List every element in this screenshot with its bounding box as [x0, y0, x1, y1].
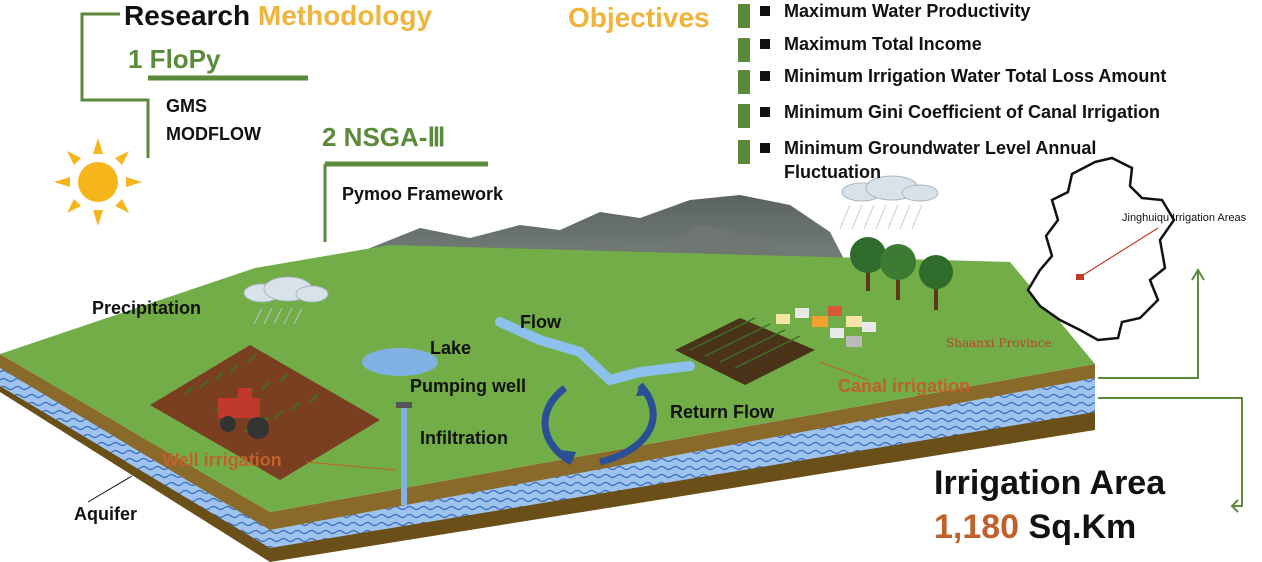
river-canal [495, 317, 695, 386]
label-canal-irrigation: Canal irrigation [838, 376, 971, 396]
village-houses [776, 306, 876, 347]
step1-title: 1 FloPy [128, 44, 221, 74]
province-map [1026, 156, 1176, 342]
step2-line1: Pymoo Framework [342, 184, 504, 204]
objective-text: Minimum Groundwater Level Annual [784, 138, 1097, 158]
cloud-icon [243, 276, 329, 303]
bullet-icon [760, 107, 770, 117]
step1-line2: MODFLOW [166, 124, 261, 144]
area-title: Irrigation Area [934, 464, 1166, 502]
lake-shape [362, 348, 438, 376]
label-irrigation-areas: Jinghuiqu Irrigation Areas [1122, 212, 1247, 224]
objective-bar [738, 140, 750, 164]
label-pumping-well: Pumping well [410, 376, 527, 396]
well-irrigated-field [150, 345, 380, 480]
step2-title: 2 NSGA-Ⅲ [322, 122, 446, 152]
rain-icon [253, 307, 303, 325]
label-lake: Lake [430, 338, 472, 358]
return-flow-arrow [599, 382, 657, 466]
map-connectors [1098, 268, 1243, 513]
methodology-title-part1: Research [124, 0, 251, 31]
objective-text-continued: Fluctuation [784, 162, 881, 182]
objective-text: Maximum Water Productivity [784, 1, 1031, 21]
objectives-title: Objectives [568, 2, 710, 33]
step1-line1: GMS [166, 96, 208, 116]
objective-bar [738, 104, 750, 128]
leader-lines [305, 361, 869, 471]
trees [850, 237, 953, 310]
objective-item: Maximum Water Productivity [760, 1, 1030, 22]
methodology-title-part2: Methodology [257, 0, 433, 31]
area-unit: Sq.Km [1028, 508, 1137, 546]
label-precipitation: Precipitation [92, 298, 202, 318]
label-infiltration: Infiltration [420, 428, 508, 448]
canal-irrigated-field [675, 317, 815, 385]
infiltration-arrow [541, 385, 576, 466]
area-value: 1,180 [934, 508, 1020, 546]
objective-bar [738, 70, 750, 94]
objective-item: Minimum Irrigation Water Total Loss Amou… [760, 66, 1166, 87]
rain-icon-right [839, 204, 923, 230]
objective-item: Maximum Total Income [760, 34, 982, 55]
objective-text: Minimum Gini Coefficient of Canal Irriga… [784, 102, 1161, 122]
pumping-well [396, 402, 412, 505]
aquifer-leader [87, 475, 133, 503]
bullet-icon [760, 6, 770, 16]
bullet-icon [760, 71, 770, 81]
area-figure: 1,180 Sq.Km [934, 508, 1136, 547]
tractor-icon [218, 388, 269, 439]
methodology-title: Research Methodology [124, 0, 432, 32]
objective-item: Minimum Gini Coefficient of Canal Irriga… [760, 102, 1160, 123]
cloud-icon-right [841, 175, 939, 202]
objective-bar [738, 38, 750, 62]
label-flow: Flow [520, 312, 561, 332]
objective-text: Minimum Irrigation Water Total Loss Amou… [784, 66, 1167, 86]
label-province: Shaanxi Province [946, 336, 1052, 350]
objective-item: Minimum Groundwater Level Annual [760, 138, 1096, 159]
label-well-irrigation: Well irrigation [162, 450, 282, 470]
methodology-connectors [80, 12, 488, 242]
objective-text: Maximum Total Income [784, 34, 982, 54]
label-return-flow: Return Flow [670, 402, 774, 422]
bullet-icon [760, 143, 770, 153]
label-aquifer: Aquifer [74, 504, 137, 524]
objective-bar [738, 4, 750, 28]
sun-icon [54, 138, 142, 226]
bullet-icon [760, 39, 770, 49]
